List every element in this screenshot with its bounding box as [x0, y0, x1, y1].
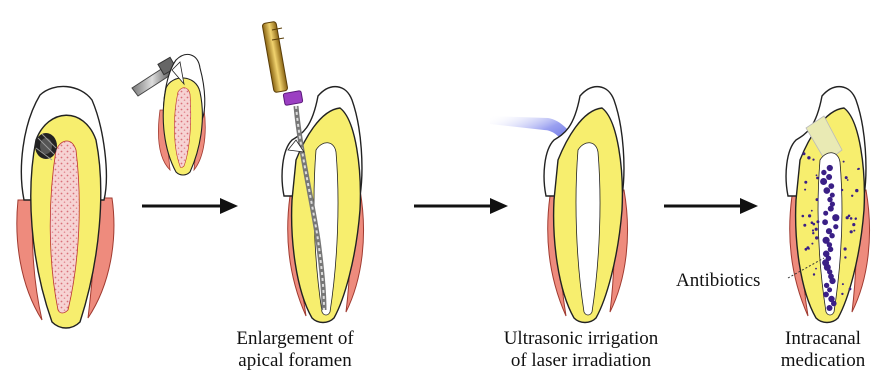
antibiotic-dot [844, 247, 847, 250]
caption-intracanal: Intracanal medication [770, 328, 876, 372]
antibiotic-dot [830, 193, 835, 198]
antibiotic-dot [850, 230, 853, 233]
antibiotic-dot [855, 217, 857, 219]
antibiotic-dot [812, 232, 814, 234]
antibiotic-dot [812, 229, 814, 231]
antibiotic-dot [826, 174, 832, 180]
caption-line-1: Enlargement of [210, 328, 380, 350]
arrow-3 [664, 198, 758, 214]
caption-line-1: Ultrasonic irrigation [475, 328, 687, 350]
caption-line-1: Intracanal [770, 328, 876, 350]
antibiotic-dot [804, 181, 807, 184]
antibiotic-dot [851, 195, 853, 197]
antibiotic-dot [827, 197, 832, 202]
antibiotic-dot [827, 165, 833, 171]
access-opening-tooth [132, 54, 205, 175]
antibiotic-dot [816, 174, 818, 176]
caption-enlargement: Enlargement of apical foramen [210, 328, 380, 372]
caption-ultrasonic: Ultrasonic irrigation of laser irradiati… [475, 328, 687, 372]
antibiotic-dot [811, 221, 814, 224]
antibiotic-dot [808, 214, 811, 217]
arrow-2 [414, 198, 508, 214]
antibiotic-dot [816, 198, 819, 201]
antibiotic-dot [824, 187, 831, 194]
caption-line-2: medication [770, 350, 876, 372]
antibiotic-dot [803, 152, 806, 155]
antibiotic-dot [857, 168, 859, 170]
arrow-1 [142, 198, 238, 214]
antibiotic-dot [828, 183, 834, 189]
antibiotic-dot [832, 214, 839, 221]
antibiotic-dot [841, 189, 843, 191]
antibiotic-dot [807, 156, 810, 159]
antibiotic-dot [852, 223, 855, 226]
antibiotic-dot [841, 293, 843, 295]
antibiotic-dot [816, 220, 819, 223]
ultrasonic-irrigation-tooth [490, 87, 628, 323]
antibiotic-dot [853, 230, 855, 232]
antibiotic-dot [846, 216, 849, 219]
antibiotic-dot [828, 206, 834, 212]
antibiotic-dot [802, 215, 805, 218]
antibiotic-dot [850, 217, 853, 220]
antibiotic-dot [816, 177, 819, 180]
antibiotics-label: Antibiotics [676, 270, 760, 292]
antibiotic-dot [829, 233, 834, 238]
antibiotic-dot [808, 248, 810, 250]
antibiotic-dot [843, 161, 845, 163]
antibiotic-dot [804, 189, 806, 191]
antibiotic-dot [827, 305, 833, 311]
antibiotic-dot [823, 211, 828, 216]
antibiotic-dot [847, 179, 849, 181]
antibiotic-dot [811, 210, 813, 212]
antibiotic-dot [815, 228, 818, 231]
antibiotic-dot [815, 268, 817, 270]
antibiotic-dot [822, 219, 828, 225]
antibiotic-dot [827, 287, 832, 292]
antibiotic-dot [824, 283, 829, 288]
antibiotic-dot [815, 236, 818, 239]
antibiotic-dot [821, 170, 826, 175]
antibiotic-dot [812, 159, 814, 161]
antibiotic-dot [803, 224, 806, 227]
caption-line-2: apical foramen [210, 350, 380, 372]
antibiotic-dot [845, 176, 848, 179]
antibiotic-dot [849, 288, 852, 291]
infected-tooth [17, 86, 114, 328]
intracanal-medication-tooth [786, 87, 869, 323]
file-enlargement-tooth [262, 21, 363, 322]
antibiotic-dot [813, 273, 815, 275]
caption-line-2: of laser irradiation [475, 350, 687, 372]
antibiotic-dot [811, 243, 813, 245]
antibiotic-dot [823, 292, 829, 298]
antibiotic-dot [820, 178, 827, 185]
antibiotic-dot [842, 283, 844, 285]
antibiotic-dot [833, 224, 838, 229]
antibiotic-dot [844, 256, 846, 258]
antibiotic-dot [829, 278, 835, 284]
antibiotic-dot [855, 189, 858, 192]
antibiotic-dot [828, 247, 834, 253]
antibiotic-dot [831, 301, 837, 307]
